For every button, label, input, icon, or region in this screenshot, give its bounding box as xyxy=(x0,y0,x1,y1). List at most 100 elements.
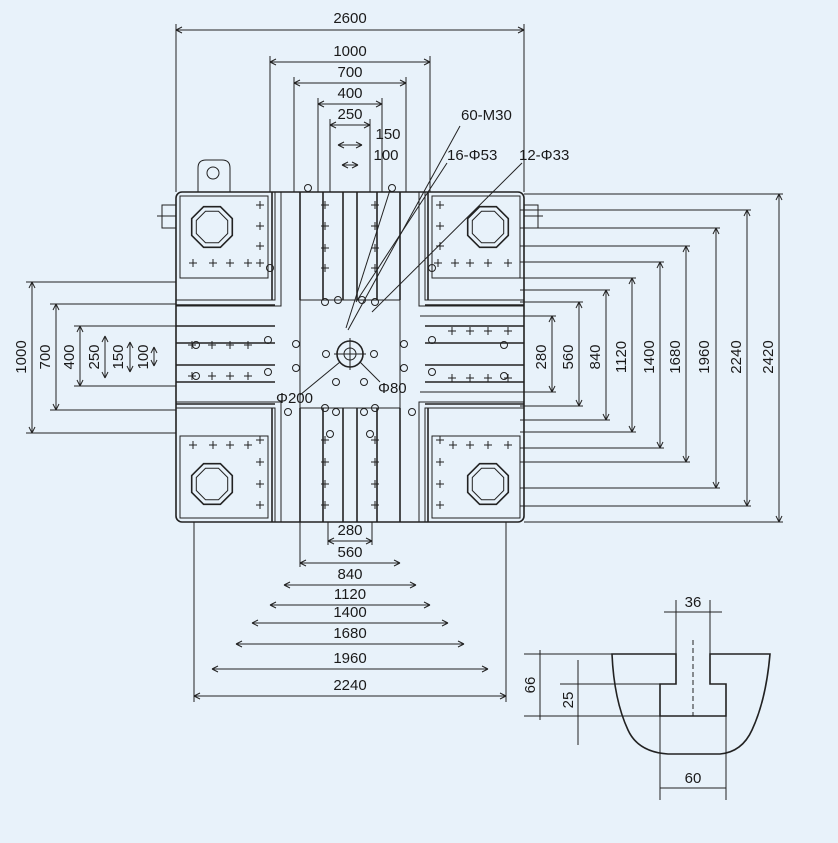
dim-line xyxy=(682,455,687,463)
dim-left-1000: 1000 xyxy=(13,340,30,373)
dim-top-2600: 2600 xyxy=(333,10,366,27)
callout-m30: 60-M30 xyxy=(461,107,512,124)
dim-line xyxy=(457,640,465,645)
dim-bottom-1960: 1960 xyxy=(333,650,366,667)
top-dim-labels: 2600 1000 700 400 250 150 100 xyxy=(333,10,400,164)
dim-line xyxy=(101,371,106,379)
dim-line xyxy=(409,584,417,589)
dim-line xyxy=(499,695,507,700)
dim-top-150: 150 xyxy=(375,126,400,143)
hole xyxy=(332,408,340,416)
detail-dim-25: 25 xyxy=(560,692,577,709)
dim-line xyxy=(337,141,345,146)
dim-line xyxy=(393,559,401,564)
dim-line xyxy=(712,227,717,235)
dim-line xyxy=(628,425,633,433)
dim-left-100: 100 xyxy=(135,344,152,369)
dim-line xyxy=(76,325,81,333)
dim-line xyxy=(743,499,748,507)
hole xyxy=(400,364,408,372)
dim-line xyxy=(193,695,201,700)
dim-line xyxy=(269,601,277,606)
dim-line xyxy=(293,82,301,87)
callout-phi33: 12-Φ33 xyxy=(519,147,569,164)
hole xyxy=(292,364,300,372)
dim-line xyxy=(517,29,525,34)
dim-line xyxy=(31,426,36,434)
dim-line xyxy=(126,341,131,349)
hole xyxy=(400,340,408,348)
hole xyxy=(264,368,272,376)
dim-line xyxy=(150,359,155,367)
dim-line xyxy=(129,365,134,373)
dim-line xyxy=(175,29,183,34)
t-slots xyxy=(176,192,524,522)
dim-line xyxy=(548,385,553,393)
lifting-eye-hole xyxy=(206,166,220,180)
dim-bottom-1680: 1680 xyxy=(333,625,366,642)
dim-line xyxy=(375,103,383,108)
dim-line xyxy=(441,622,449,627)
dim-line xyxy=(153,359,158,367)
dim-line xyxy=(656,441,661,449)
dim-line xyxy=(341,161,349,166)
center-hole xyxy=(334,338,366,370)
mounting-holes xyxy=(188,184,512,509)
hole xyxy=(366,430,374,438)
dim-line xyxy=(393,562,401,567)
dim-line xyxy=(743,209,748,217)
dim-line xyxy=(79,379,84,387)
dim-top-1000: 1000 xyxy=(333,43,366,60)
dim-right-1120: 1120 xyxy=(613,341,630,373)
dim-line xyxy=(351,164,359,169)
dim-right-840: 840 xyxy=(587,344,604,369)
dim-line xyxy=(778,193,783,201)
hole xyxy=(192,341,200,349)
dim-line xyxy=(712,481,717,489)
detail-dim-36: 36 xyxy=(685,594,702,611)
hole xyxy=(326,430,334,438)
octagon-hole xyxy=(471,467,505,501)
dim-line xyxy=(327,537,335,542)
dim-line xyxy=(578,301,583,309)
dim-line xyxy=(129,341,134,349)
dim-line xyxy=(31,281,36,289)
hole xyxy=(304,184,312,192)
dim-line xyxy=(269,58,277,63)
hole xyxy=(292,340,300,348)
dim-right-2420: 2420 xyxy=(760,340,777,373)
platen-body xyxy=(175,191,525,523)
dim-line xyxy=(746,209,751,217)
detail-dim-60: 60 xyxy=(685,770,702,787)
dim-line xyxy=(283,584,291,589)
left-dim-labels: 1000 700 400 250 150 100 xyxy=(13,340,152,373)
dim-line xyxy=(605,289,610,297)
dim-right-1400: 1400 xyxy=(641,340,658,373)
callout-phi80: Φ80 xyxy=(378,380,407,397)
hole xyxy=(284,408,292,416)
dim-bottom-2240: 2240 xyxy=(333,677,366,694)
quadrant-blocks xyxy=(176,192,524,522)
dim-line xyxy=(685,455,690,463)
dim-line xyxy=(375,100,383,105)
dim-line xyxy=(551,315,556,323)
dim-line xyxy=(351,161,359,166)
dim-line xyxy=(441,619,449,624)
dim-line xyxy=(409,581,417,586)
dim-line xyxy=(682,245,687,253)
dim-line xyxy=(399,82,407,87)
dim-line xyxy=(211,665,219,670)
dim-line xyxy=(551,385,556,393)
dim-line xyxy=(575,301,580,309)
dim-line xyxy=(631,277,636,285)
octagon-hole xyxy=(466,462,510,506)
dim-line xyxy=(28,281,33,289)
hole xyxy=(332,378,340,386)
dim-line xyxy=(269,604,277,609)
dim-right-560: 560 xyxy=(560,344,577,369)
octagon-hole xyxy=(471,210,505,244)
dim-top-100: 100 xyxy=(373,147,398,164)
dim-line xyxy=(659,261,664,269)
dim-line xyxy=(317,103,325,108)
